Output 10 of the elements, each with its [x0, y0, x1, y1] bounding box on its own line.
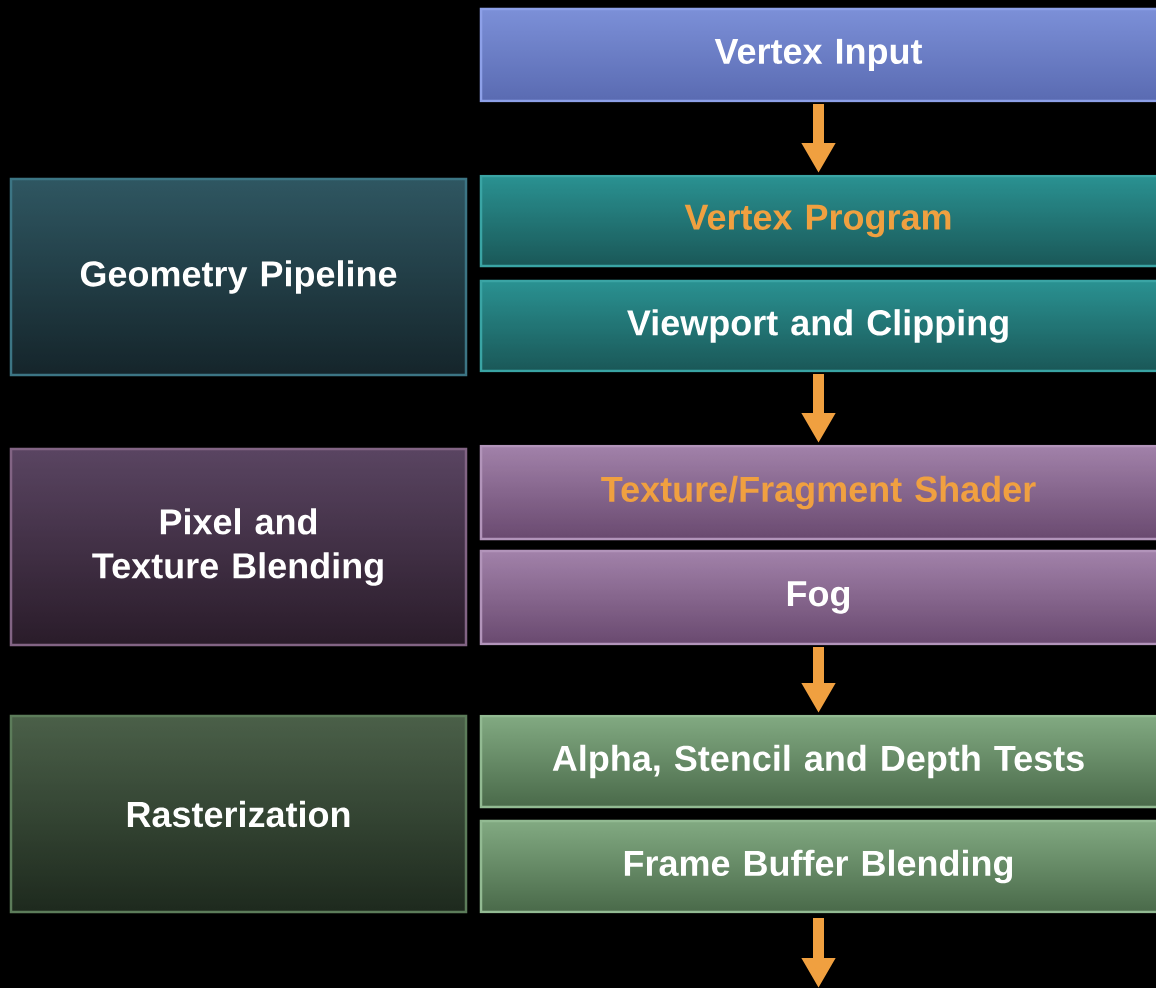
stage-box: Vertex Input	[479, 7, 1156, 103]
group-box: Rasterization	[9, 714, 468, 914]
stage-box: Frame Buffer Blending	[479, 819, 1156, 914]
group-box: Geometry Pipeline	[9, 177, 468, 377]
stage-box: Alpha, Stencil and Depth Tests	[479, 714, 1156, 809]
stage-box: Fog	[479, 549, 1156, 646]
group-box: Pixel and Texture Blending	[9, 447, 468, 647]
stage-box: Texture/Fragment Shader	[479, 444, 1156, 541]
stage-box: Vertex Program	[479, 174, 1156, 268]
stage-box: Viewport and Clipping	[479, 279, 1156, 373]
